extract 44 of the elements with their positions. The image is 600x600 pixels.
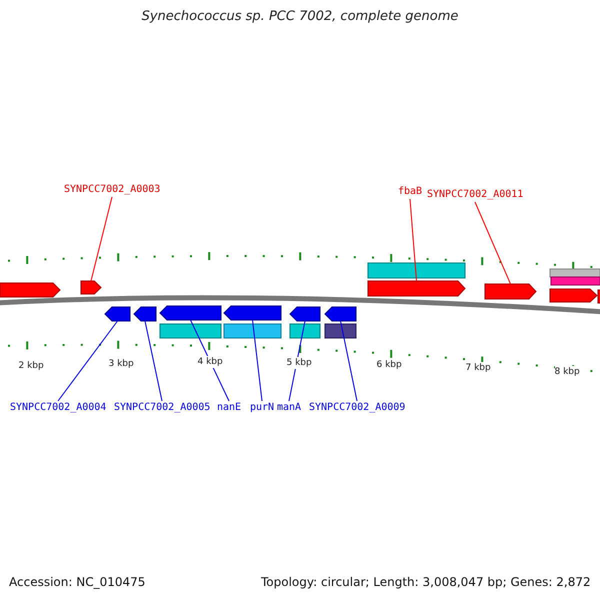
gene-feature <box>104 306 130 322</box>
genome-summary-text: Topology: circular; Length: 3,008,047 bp; Genes: 2,872 <box>261 576 591 588</box>
gene-feature <box>324 324 356 338</box>
gene-feature <box>324 306 356 322</box>
gene-feature <box>160 324 222 338</box>
gene-feature <box>0 282 61 298</box>
gene-label: manA <box>277 402 302 414</box>
gene-label: SYNPCC7002_A0004 <box>10 402 106 414</box>
gene-feature <box>289 306 320 322</box>
gene-feature <box>159 306 222 320</box>
accession-text: Accession: NC_010475 <box>9 576 146 588</box>
gene-feature <box>224 324 282 338</box>
gene-feature <box>223 306 282 320</box>
scale-label: 5 kbp <box>286 357 312 369</box>
gene-label: SYNPCC7002_A0011 <box>427 189 524 201</box>
gene-label: purN <box>250 402 274 414</box>
leader-line <box>252 320 262 402</box>
leader-line <box>90 196 112 282</box>
gene-feature <box>368 262 466 278</box>
scale-label: 6 kbp <box>376 359 402 371</box>
gene-label: SYNPCC7002_A0009 <box>309 402 406 414</box>
leader-line <box>340 320 358 402</box>
scale-label: 7 kbp <box>466 362 491 374</box>
scale-label: 2 kbp <box>18 360 44 372</box>
leader-line <box>410 198 417 282</box>
gene-feature <box>550 276 600 286</box>
gene-feature <box>80 280 102 294</box>
scale-label: 8 kbp <box>554 366 580 378</box>
gene-feature <box>133 306 156 322</box>
gene-label: nanE <box>217 402 242 414</box>
leader-line <box>474 202 511 284</box>
leader-line <box>58 320 118 402</box>
scale-label: 3 kbp <box>108 358 134 370</box>
map-title: Synechococcus sp. PCC 7002, complete genome <box>140 11 460 23</box>
gene-label: fbaB <box>398 186 422 198</box>
scale-label: 4 kbp <box>198 356 223 368</box>
gene-feature <box>550 288 598 302</box>
gene-label: SYNPCC7002_A0005 <box>114 402 210 414</box>
gene-feature <box>368 280 466 296</box>
gene-feature <box>484 284 537 300</box>
leader-line <box>144 320 162 402</box>
gene-feature <box>290 324 320 338</box>
gene-label: SYNPCC7002_A0003 <box>64 184 160 196</box>
gene-feature <box>550 268 600 278</box>
